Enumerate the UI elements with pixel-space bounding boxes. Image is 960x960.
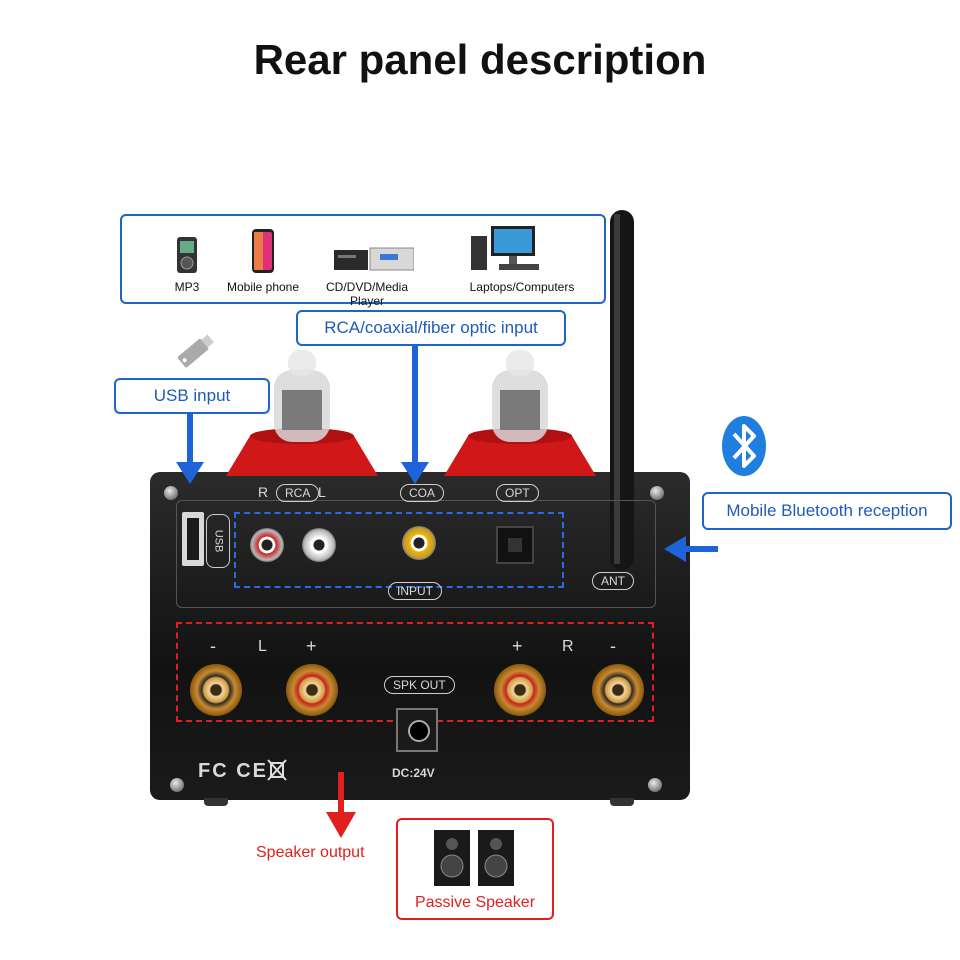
- input-section: [176, 500, 656, 608]
- rca-r-label: R: [258, 484, 269, 500]
- mobile-phone-icon: [246, 224, 280, 274]
- coaxial-jack[interactable]: [402, 526, 436, 560]
- weee-bin-icon: [266, 758, 288, 782]
- source-label-cd-dvd: CD/DVD/Media Player: [325, 280, 409, 308]
- speaker-terminal-right-minus[interactable]: [592, 664, 644, 716]
- passive-speaker-box: Passive Speaker: [396, 818, 554, 920]
- spk-plus-left: +: [306, 636, 317, 656]
- spk-out-label: SPK OUT: [384, 676, 455, 694]
- spk-minus-left: -: [210, 636, 216, 656]
- screw: [164, 486, 178, 500]
- bluetooth-icon: [720, 414, 768, 478]
- input-label: INPUT: [388, 582, 442, 600]
- dc-power-jack[interactable]: [396, 708, 438, 752]
- rca-jack-right[interactable]: [250, 528, 284, 562]
- usb-input-callout: USB input: [114, 378, 270, 414]
- spk-r-label: R: [562, 638, 574, 655]
- speaker-output-label: Speaker output: [256, 844, 365, 861]
- screw: [650, 486, 664, 500]
- usb-label: USB: [206, 514, 230, 568]
- screw: [170, 778, 184, 792]
- certification-marks: FC CE: [198, 760, 268, 782]
- usb-arrow-head: [176, 462, 204, 484]
- speaker-terminal-right-plus[interactable]: [494, 664, 546, 716]
- laptop-computer-icon: [468, 222, 542, 274]
- spk-minus-right: -: [610, 636, 616, 656]
- source-label-laptop: Laptops/Computers: [469, 280, 575, 294]
- usb-label-text: USB: [212, 529, 224, 553]
- spk-plus-right: +: [512, 636, 523, 656]
- rca-jack-left[interactable]: [302, 528, 336, 562]
- tube-left: [222, 340, 382, 478]
- page-title: Rear panel description: [253, 36, 707, 83]
- usb-drive-icon: [170, 330, 222, 374]
- ant-label: ANT: [592, 572, 634, 590]
- source-label-mp3: MP3: [174, 280, 200, 294]
- coa-label: COA: [400, 484, 445, 502]
- speaker-icon: [432, 828, 518, 888]
- speaker-terminal-left-minus[interactable]: [190, 664, 242, 716]
- source-label-phone: Mobile phone: [226, 280, 300, 294]
- rca-arrow-head: [401, 462, 429, 484]
- source-devices-box: MP3 Mobile phone CD/DVD/Media Player Lap…: [120, 214, 606, 308]
- antenna: [602, 206, 642, 576]
- rca-l-label: L: [318, 484, 326, 500]
- bluetooth-arrow: [664, 536, 718, 562]
- cd-dvd-player-icon: [332, 240, 416, 274]
- bluetooth-callout: Mobile Bluetooth reception: [702, 492, 952, 530]
- mp3-player-icon: [170, 230, 204, 274]
- usb-arrow-line: [187, 414, 193, 464]
- input-highlight-box: [234, 512, 564, 588]
- optical-port[interactable]: [496, 526, 534, 564]
- speaker-terminal-left-plus[interactable]: [286, 664, 338, 716]
- opt-label: OPT: [496, 484, 539, 502]
- rca-label: RCA: [276, 484, 320, 502]
- usb-port: [182, 512, 204, 566]
- passive-speaker-label: Passive Speaker: [414, 894, 536, 911]
- rca-arrow-line: [412, 344, 418, 464]
- speaker-output-arrow: [326, 772, 356, 838]
- foot: [204, 798, 228, 806]
- dc-voltage-label: DC:24V: [392, 766, 435, 780]
- tube-right: [440, 340, 600, 478]
- rca-input-callout: RCA/coaxial/fiber optic input: [296, 310, 566, 346]
- screw: [648, 778, 662, 792]
- spk-l-label: L: [258, 638, 267, 655]
- speaker-output-section: [176, 622, 654, 722]
- foot: [610, 798, 634, 806]
